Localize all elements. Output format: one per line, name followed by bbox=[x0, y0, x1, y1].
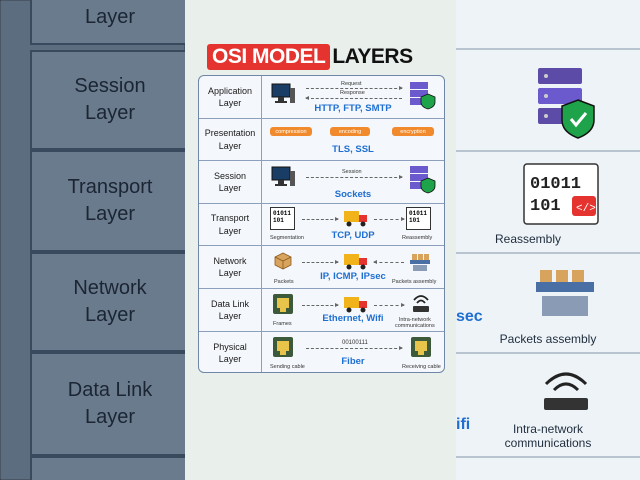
bg-layer-cell: Layer bbox=[30, 0, 190, 45]
protocols-text: IP, ICMP, IPsec bbox=[320, 271, 386, 282]
datalink-arrow-left bbox=[302, 303, 339, 307]
pill-compression: compression bbox=[270, 127, 312, 136]
row-physical: Physical Layer Sending cable 00100111 Re… bbox=[199, 332, 444, 372]
intra-network-label: Intra-network communications bbox=[395, 317, 435, 329]
package-box-icon bbox=[274, 252, 292, 270]
layer-name: Physical Layer bbox=[199, 332, 262, 372]
row-transport: Transport Layer 01011 101 Segmentation 0… bbox=[199, 204, 444, 246]
protocols-text: Ethernet, Wifi bbox=[322, 313, 384, 324]
layer-name: Presentation Layer bbox=[199, 119, 262, 160]
title-rest: LAYERS bbox=[332, 45, 413, 68]
layer-name: Network Layer bbox=[199, 246, 262, 288]
row-presentation: Presentation Layer compression encoding … bbox=[199, 119, 444, 161]
packets-label: Packets bbox=[274, 279, 294, 285]
title-highlight: OSI MODEL bbox=[207, 44, 331, 70]
session-arrow bbox=[306, 175, 403, 179]
svg-text:</>: </> bbox=[576, 203, 596, 215]
transport-arrow-left bbox=[302, 217, 339, 221]
response-label: Response bbox=[340, 90, 365, 96]
network-arrow-right bbox=[373, 260, 404, 264]
protocols-text: TCP, UDP bbox=[331, 230, 375, 241]
delivery-truck-icon bbox=[344, 211, 367, 227]
request-arrow bbox=[306, 86, 403, 90]
server-shield-icon bbox=[410, 82, 436, 110]
sending-cable-label: Sending cable bbox=[270, 364, 305, 370]
bg-packets-assembly-label: Packets assembly bbox=[499, 332, 597, 346]
delivery-truck-icon bbox=[344, 254, 367, 270]
segmentation-label: Segmentation bbox=[270, 235, 304, 241]
protocols-text: HTTP, FTP, SMTP bbox=[314, 103, 392, 114]
packets-assembly-icon bbox=[410, 254, 430, 271]
frames-label: Frames bbox=[273, 321, 292, 327]
bg-ifi-fragment: ifi bbox=[456, 416, 471, 433]
layer-name: Transport Layer bbox=[199, 204, 262, 245]
protocols-text: Sockets bbox=[334, 189, 372, 200]
layer-name: Application Layer bbox=[199, 76, 262, 118]
bg-reassembly-label: Reassembly bbox=[494, 232, 562, 246]
bg-right-datalink: Intra-network communications bbox=[456, 352, 640, 456]
row-application: Application Layer Request Response HTTP,… bbox=[199, 76, 444, 119]
response-arrow bbox=[305, 96, 402, 100]
row-data-link: Data Link Layer Frames Intra-network com… bbox=[199, 289, 444, 332]
osi-layer-table: Application Layer Request Response HTTP,… bbox=[198, 75, 445, 373]
delivery-truck-icon bbox=[344, 297, 367, 313]
computer-icon bbox=[271, 83, 295, 103]
packets-assembly-icon bbox=[536, 270, 594, 316]
bg-physical-cell bbox=[30, 456, 190, 480]
pill-encoding: encoding bbox=[330, 127, 370, 136]
bg-session-cell: Session Layer bbox=[30, 50, 190, 150]
bg-intra-label: Intra-network communications bbox=[504, 422, 592, 450]
ethernet-port-icon bbox=[273, 294, 293, 314]
receiving-cable-icon bbox=[411, 337, 431, 357]
binary-code-icon: 01011 101 </> bbox=[523, 163, 599, 225]
row-network: Network Layer Packets Packets assembly I… bbox=[199, 246, 444, 289]
request-label: Request bbox=[341, 81, 362, 87]
reassembly-label: Reassembly bbox=[402, 235, 433, 241]
sending-cable-icon bbox=[273, 337, 293, 357]
bg-sec-fragment: sec bbox=[456, 308, 483, 325]
svg-text:01011: 01011 bbox=[530, 175, 581, 194]
pill-encryption: encryption bbox=[392, 127, 434, 136]
receiving-cable-label: Receiving cable bbox=[402, 364, 441, 370]
layer-name: Session Layer bbox=[199, 161, 262, 203]
svg-text:101: 101 bbox=[530, 197, 561, 216]
bg-right-physical bbox=[456, 456, 640, 480]
transport-arrow-right bbox=[374, 217, 405, 221]
datalink-arrow-right bbox=[374, 303, 405, 307]
page-title: OSI MODEL LAYERS bbox=[207, 43, 413, 71]
binary-code-icon: 01011 101 bbox=[270, 207, 295, 230]
network-arrow-left bbox=[302, 260, 339, 264]
protocols-text: Fiber bbox=[341, 356, 365, 367]
packets-assembly-label: Packets assembly bbox=[392, 279, 437, 285]
layer-name: Data Link Layer bbox=[199, 289, 262, 331]
binary-code-icon: 01011 101 bbox=[406, 207, 431, 230]
server-shield-icon bbox=[410, 166, 436, 194]
protocols-text: TLS, SSL bbox=[332, 144, 374, 155]
wifi-router-icon bbox=[413, 295, 429, 312]
computer-icon bbox=[271, 166, 295, 186]
bg-datalink-cell: Data Link Layer bbox=[30, 352, 190, 456]
bg-network-cell: Network Layer bbox=[30, 252, 190, 352]
bits-label: 00100111 bbox=[342, 340, 368, 346]
bg-right-transport: 01011 101 </> Reassembly bbox=[456, 150, 640, 252]
bg-right-session bbox=[456, 48, 640, 150]
physical-arrow bbox=[306, 346, 403, 350]
bg-transport-cell: Transport Layer bbox=[30, 150, 190, 252]
session-label: Session bbox=[342, 169, 362, 175]
row-session: Session Layer Session Sockets bbox=[199, 161, 444, 204]
server-shield-icon bbox=[538, 68, 595, 139]
wifi-router-icon bbox=[544, 372, 588, 410]
bg-right-network: Packets assembly bbox=[456, 252, 640, 352]
